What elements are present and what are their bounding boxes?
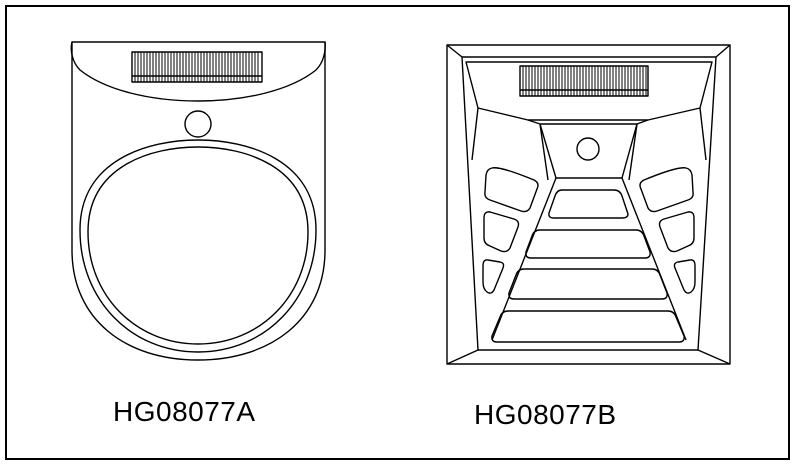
- device-b-slot-4: [491, 310, 685, 343]
- device-b-right-slot-2: [658, 211, 695, 253]
- device-b-shell: [446, 44, 731, 365]
- device-b-left-slot-3: [482, 259, 505, 294]
- figure-frame: [5, 5, 790, 460]
- device-b-slot-3: [508, 268, 668, 300]
- device-a-sensor-hole-icon: [184, 110, 212, 138]
- device-a: [70, 41, 326, 361]
- device-a-bowl-inner: [87, 146, 309, 345]
- device-b-left-slot-1: [484, 167, 539, 213]
- device-a-bowl: [79, 139, 317, 353]
- device-b-slot-1: [548, 189, 629, 219]
- label-device-a: HG08077A: [113, 396, 256, 427]
- device-b-right-slot-1: [639, 167, 694, 213]
- device-b-center-panel: [539, 123, 638, 179]
- device-b: [446, 44, 731, 365]
- device-b-right-slot-3: [673, 259, 696, 294]
- label-device-b: HG08077B: [474, 399, 617, 430]
- device-b-slot-2: [525, 229, 651, 259]
- device-b-left-slot-2: [483, 211, 520, 253]
- device-b-led-display-icon: [519, 65, 649, 97]
- device-a-shell: [71, 41, 326, 361]
- device-b-sensor-hole-icon: [576, 137, 600, 161]
- device-a-cap: [70, 41, 326, 102]
- device-a-led-display-icon: [131, 51, 263, 83]
